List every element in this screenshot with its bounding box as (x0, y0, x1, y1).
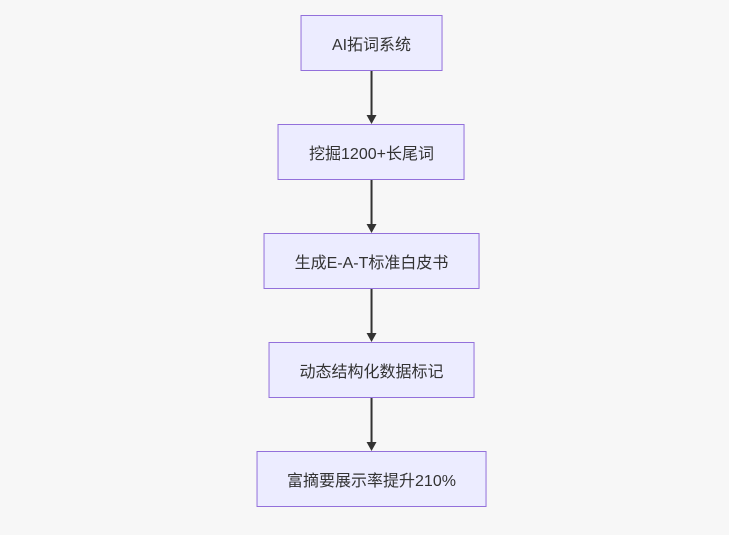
flow-node-step-4: 动态结构化数据标记 (268, 342, 475, 398)
flow-node-label: AI拓词系统 (331, 37, 412, 54)
arrow-down-icon (366, 224, 377, 233)
flow-node-label: 挖掘1200+长尾词 (309, 146, 434, 163)
edge-line (370, 289, 373, 334)
edge-line (370, 398, 373, 443)
arrow-down-icon (366, 115, 377, 124)
flow-node-label: 动态结构化数据标记 (299, 364, 444, 381)
flow-node-step-3: 生成E-A-T标准白皮书 (263, 233, 480, 289)
flow-node-step-5: 富摘要展示率提升210% (256, 451, 487, 507)
edge-line (370, 71, 373, 116)
flow-edge-2-3 (366, 180, 377, 233)
flow-node-step-2: 挖掘1200+长尾词 (278, 124, 465, 180)
flow-node-label: 生成E-A-T标准白皮书 (294, 255, 449, 272)
edge-line (370, 180, 373, 225)
arrow-down-icon (366, 333, 377, 342)
flow-node-label: 富摘要展示率提升210% (287, 473, 456, 490)
arrow-down-icon (366, 442, 377, 451)
flow-edge-1-2 (366, 71, 377, 124)
flow-edge-3-4 (366, 289, 377, 342)
flow-node-step-1: AI拓词系统 (300, 15, 443, 71)
flow-edge-4-5 (366, 398, 377, 451)
flowchart-column: AI拓词系统 挖掘1200+长尾词 生成E-A-T标准白皮书 动态结构化数据标记 (256, 15, 487, 507)
